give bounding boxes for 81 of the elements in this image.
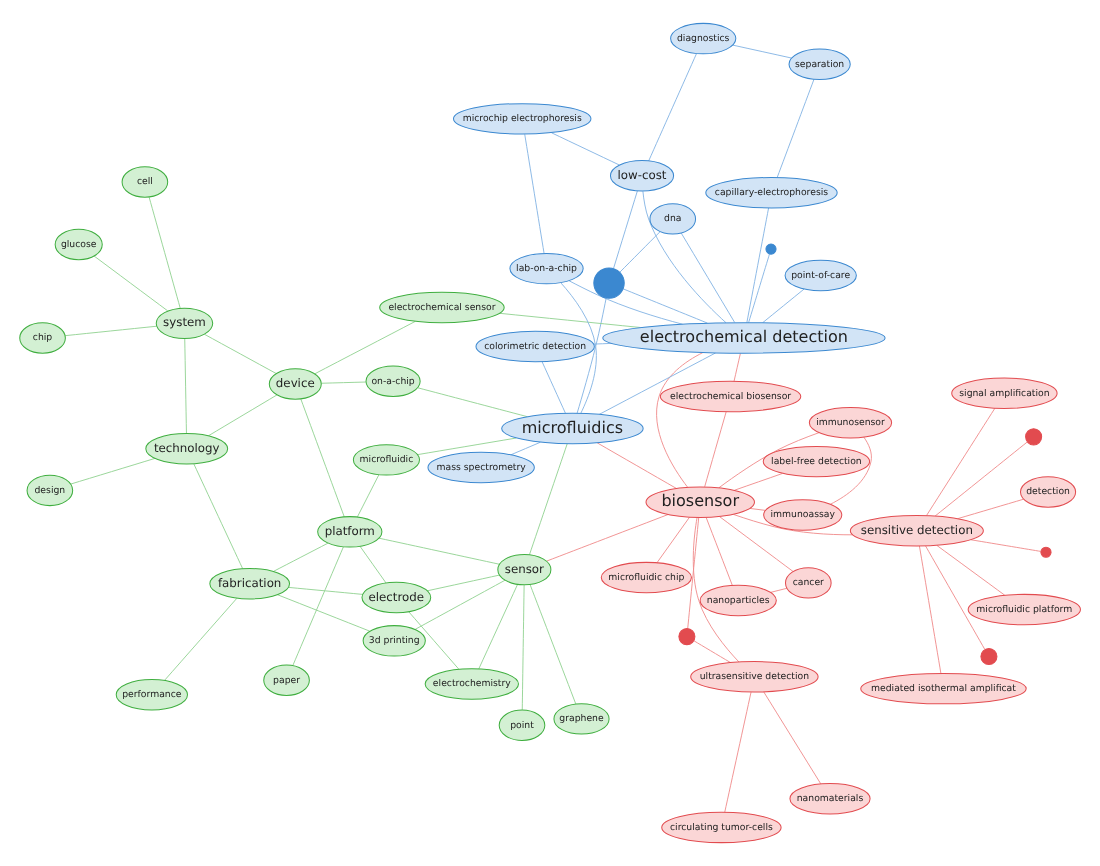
connector: [287, 586, 363, 595]
node-circle: [765, 243, 777, 255]
connector: [277, 594, 371, 632]
connector: [378, 537, 500, 565]
connector: [648, 53, 697, 162]
connector: [762, 288, 805, 324]
connector: [613, 190, 638, 269]
connector: [934, 441, 1028, 517]
connector: [749, 507, 766, 511]
connector: [320, 381, 367, 384]
connector: [292, 546, 344, 666]
connector: [529, 443, 568, 555]
node-circle: [678, 628, 696, 646]
connector: [925, 545, 986, 650]
connector: [499, 312, 642, 328]
connector: [733, 352, 741, 382]
connector: [356, 474, 380, 518]
connector: [551, 132, 620, 166]
connector: [204, 333, 277, 374]
connector: [272, 542, 329, 572]
connector: [918, 545, 942, 674]
connector: [692, 517, 740, 663]
connector: [300, 398, 345, 518]
connector: [529, 584, 577, 705]
connector: [770, 587, 788, 593]
connector: [510, 441, 541, 456]
connector: [148, 196, 181, 309]
connector: [560, 282, 597, 414]
connector: [957, 498, 1025, 520]
connector: [732, 513, 853, 536]
connector: [693, 640, 731, 663]
connector: [314, 320, 416, 375]
connector: [593, 342, 613, 345]
connector: [748, 253, 770, 324]
connector: [568, 280, 683, 325]
node-circle: [980, 648, 998, 666]
connector: [746, 207, 770, 324]
connector: [193, 463, 244, 569]
connector: [426, 574, 501, 592]
connector: [70, 457, 156, 485]
connector: [541, 361, 566, 414]
connector: [656, 352, 704, 488]
node-circle: [1025, 428, 1043, 446]
connector: [680, 232, 736, 323]
connector: [417, 437, 517, 456]
connector: [408, 611, 460, 670]
connector: [830, 436, 872, 505]
connector: [598, 352, 717, 415]
connector: [417, 387, 528, 418]
connector: [576, 297, 607, 414]
connector: [524, 133, 545, 254]
connector: [414, 579, 506, 630]
connector: [926, 407, 996, 516]
connector: [732, 44, 792, 59]
connector: [642, 190, 727, 324]
connector: [718, 516, 794, 572]
connector: [546, 514, 669, 562]
connector: [705, 517, 733, 586]
connector: [207, 394, 278, 437]
connector: [687, 516, 700, 630]
connector: [776, 78, 815, 178]
connector: [970, 539, 1042, 552]
connector: [622, 288, 708, 324]
connector: [478, 584, 518, 670]
connector: [359, 545, 387, 584]
connector: [163, 597, 238, 681]
node-circle: [593, 267, 625, 299]
connector: [656, 516, 690, 564]
connector: [64, 325, 158, 337]
connector: [763, 691, 822, 785]
node-circle: [1040, 546, 1052, 558]
connector: [936, 544, 1006, 596]
connector: [704, 411, 727, 488]
connector: [718, 432, 820, 489]
connector: [619, 231, 661, 273]
connector: [733, 473, 783, 491]
connector: [184, 338, 187, 434]
connector: [521, 584, 525, 711]
connector: [724, 691, 752, 813]
connector: [93, 255, 169, 312]
connector: [596, 442, 677, 489]
